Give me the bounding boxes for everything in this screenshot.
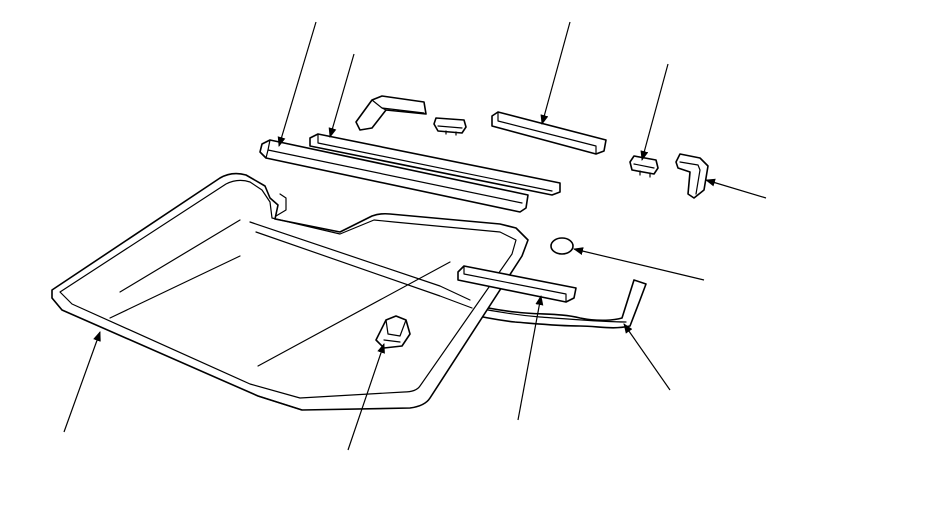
leader-right-clip: [640, 63, 669, 161]
leader-mirror-mount: [347, 343, 385, 451]
mirror-mount: [375, 315, 411, 349]
center-spacer: [491, 111, 607, 155]
callout-leaders: [63, 21, 767, 451]
right-corner-piece: [675, 153, 709, 199]
upper-clip: [433, 117, 467, 136]
upper-molding: [259, 139, 529, 213]
leader-lower-spacer: [517, 295, 544, 421]
right-clip: [629, 155, 659, 178]
lower-spacer: [457, 265, 577, 303]
leader-upper-seal: [328, 53, 355, 138]
leader-rubber-stopper: [573, 247, 705, 281]
windshield-glass: [51, 172, 529, 411]
leader-upper-molding: [277, 21, 317, 147]
leader-side-molding: [623, 323, 671, 391]
left-corner-piece: [355, 95, 427, 131]
leader-right-corner: [705, 178, 767, 199]
leader-windshield-glass: [63, 331, 101, 433]
leader-center-spacer: [540, 21, 571, 125]
upper-seal: [309, 133, 561, 196]
rubber-stopper: [550, 237, 574, 255]
